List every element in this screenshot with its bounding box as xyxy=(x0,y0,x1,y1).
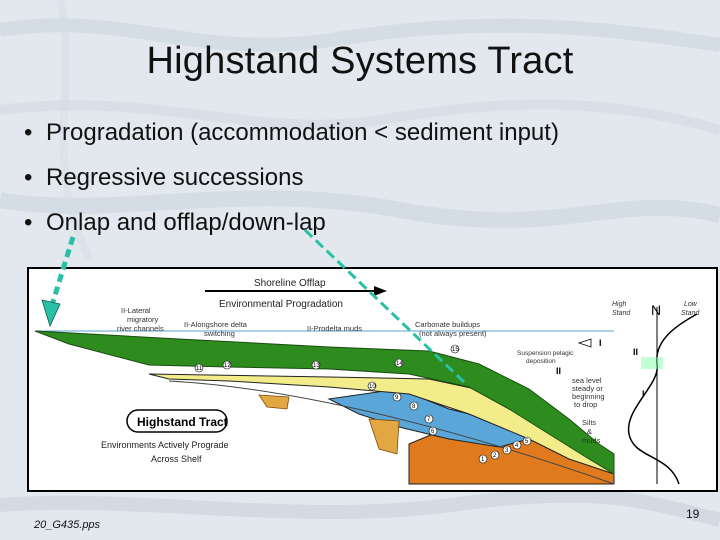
marker-circle xyxy=(222,360,232,370)
bullet-text: Progradation (accommodation < sediment i… xyxy=(46,119,559,146)
silts-label: Silts xyxy=(582,418,596,427)
alongshore-delta-label-1: II-Alongshore delta xyxy=(184,320,248,329)
marker-number: 12 xyxy=(224,363,231,369)
prodelta-label: II-Prodelta muds xyxy=(307,324,362,333)
highstand-diagram: Shoreline Offlap Environmental Progradat… xyxy=(27,267,718,492)
marker-number: 4 xyxy=(515,443,519,449)
environments-caption-1: Environments Actively Prograde xyxy=(101,440,229,450)
marker-circle xyxy=(194,363,204,373)
environments-caption-2: Across Shelf xyxy=(151,454,202,464)
marker-number: 8 xyxy=(412,404,416,410)
sea-level-label-4: to drop xyxy=(574,400,597,409)
marker-number: 9 xyxy=(395,395,399,401)
arrow-head-icon xyxy=(374,286,387,296)
lateral-channels-label-1: II-Lateral xyxy=(121,306,151,315)
footer-filename: 20_G435.pps xyxy=(34,519,101,531)
marker-number: 6 xyxy=(431,429,435,435)
lateral-channels-label-2: migratory xyxy=(127,315,159,324)
marker-number: 7 xyxy=(427,417,431,423)
environmental-progradation-label: Environmental Progradation xyxy=(219,299,343,310)
marker-number: 2 xyxy=(493,453,497,459)
bullet-item: • Regressive successions xyxy=(24,163,559,208)
marker-number: 14 xyxy=(396,361,403,367)
curve-roman-two: II xyxy=(633,347,638,357)
bullet-text: Regressive successions xyxy=(46,164,304,191)
shoreline-offlap-label: Shoreline Offlap xyxy=(254,278,326,289)
bullet-dot: • xyxy=(24,164,33,191)
roman-two-label: II xyxy=(556,366,561,376)
bullet-dot: • xyxy=(24,119,33,146)
bullet-text: Onlap and offlap/down-lap xyxy=(46,209,326,236)
slide-title: Highstand Systems Tract xyxy=(146,40,574,82)
marker-circle xyxy=(490,450,500,460)
carbonate-label-1: Carbonate buildups xyxy=(415,320,480,329)
marker-number: 10 xyxy=(369,384,376,390)
highstand-tract-label: Highstand Tract xyxy=(137,415,228,429)
high-stand-label-1: High xyxy=(612,301,627,308)
bullet-item: • Progradation (accommodation < sediment … xyxy=(24,118,559,163)
sea-level-curve xyxy=(627,313,698,485)
high-stand-label-2: Stand xyxy=(612,310,631,317)
curve-highlight xyxy=(641,357,663,369)
marker-circle xyxy=(409,401,419,411)
slide-number: 19 xyxy=(686,507,700,521)
suspension-label-1: Suspension pelagic xyxy=(517,350,574,357)
curve-roman-one: I xyxy=(642,389,645,399)
tan-sediment xyxy=(258,394,400,455)
low-stand-label-2: Stand xyxy=(681,310,700,317)
marker-circle xyxy=(522,436,532,446)
marker-circle xyxy=(392,392,402,402)
north-label: N xyxy=(651,302,661,318)
substrate-line xyxy=(168,380,615,485)
amp-label: & xyxy=(587,427,592,436)
marker-circle xyxy=(428,426,438,436)
suspension-label-2: deposition xyxy=(526,358,556,365)
lateral-channels-label-3: river channels xyxy=(117,324,164,333)
bullet-list: • Progradation (accommodation < sediment … xyxy=(24,118,559,253)
sea-level-label-1: sea level xyxy=(572,376,602,385)
marker-number: 1 xyxy=(481,457,485,463)
low-stand-label-1: Low xyxy=(684,301,698,308)
sea-level-label-3: beginning xyxy=(572,392,605,401)
bullet-item: • Onlap and offlap/down-lap xyxy=(24,208,559,253)
marker-circle xyxy=(512,440,522,450)
marker-circle xyxy=(424,414,434,424)
marker-number: 13 xyxy=(313,363,320,369)
bullet-dot: • xyxy=(24,209,33,236)
highstand-tract-box xyxy=(126,409,228,433)
carbonate-label-2: (not always present) xyxy=(419,329,487,338)
marker-number: 11 xyxy=(196,366,203,372)
marker-number: 3 xyxy=(505,448,509,454)
muds-label: muds xyxy=(582,436,601,445)
arrow-left-icon xyxy=(577,338,592,348)
marker-circle xyxy=(478,454,488,464)
marker-number: 15 xyxy=(452,347,459,353)
marker-number: 5 xyxy=(525,439,529,445)
marker-circle xyxy=(502,445,512,455)
sea-level-label-2: steady or xyxy=(572,384,603,393)
alongshore-delta-label-2: switching xyxy=(204,329,235,338)
roman-one-label: I xyxy=(599,338,602,348)
